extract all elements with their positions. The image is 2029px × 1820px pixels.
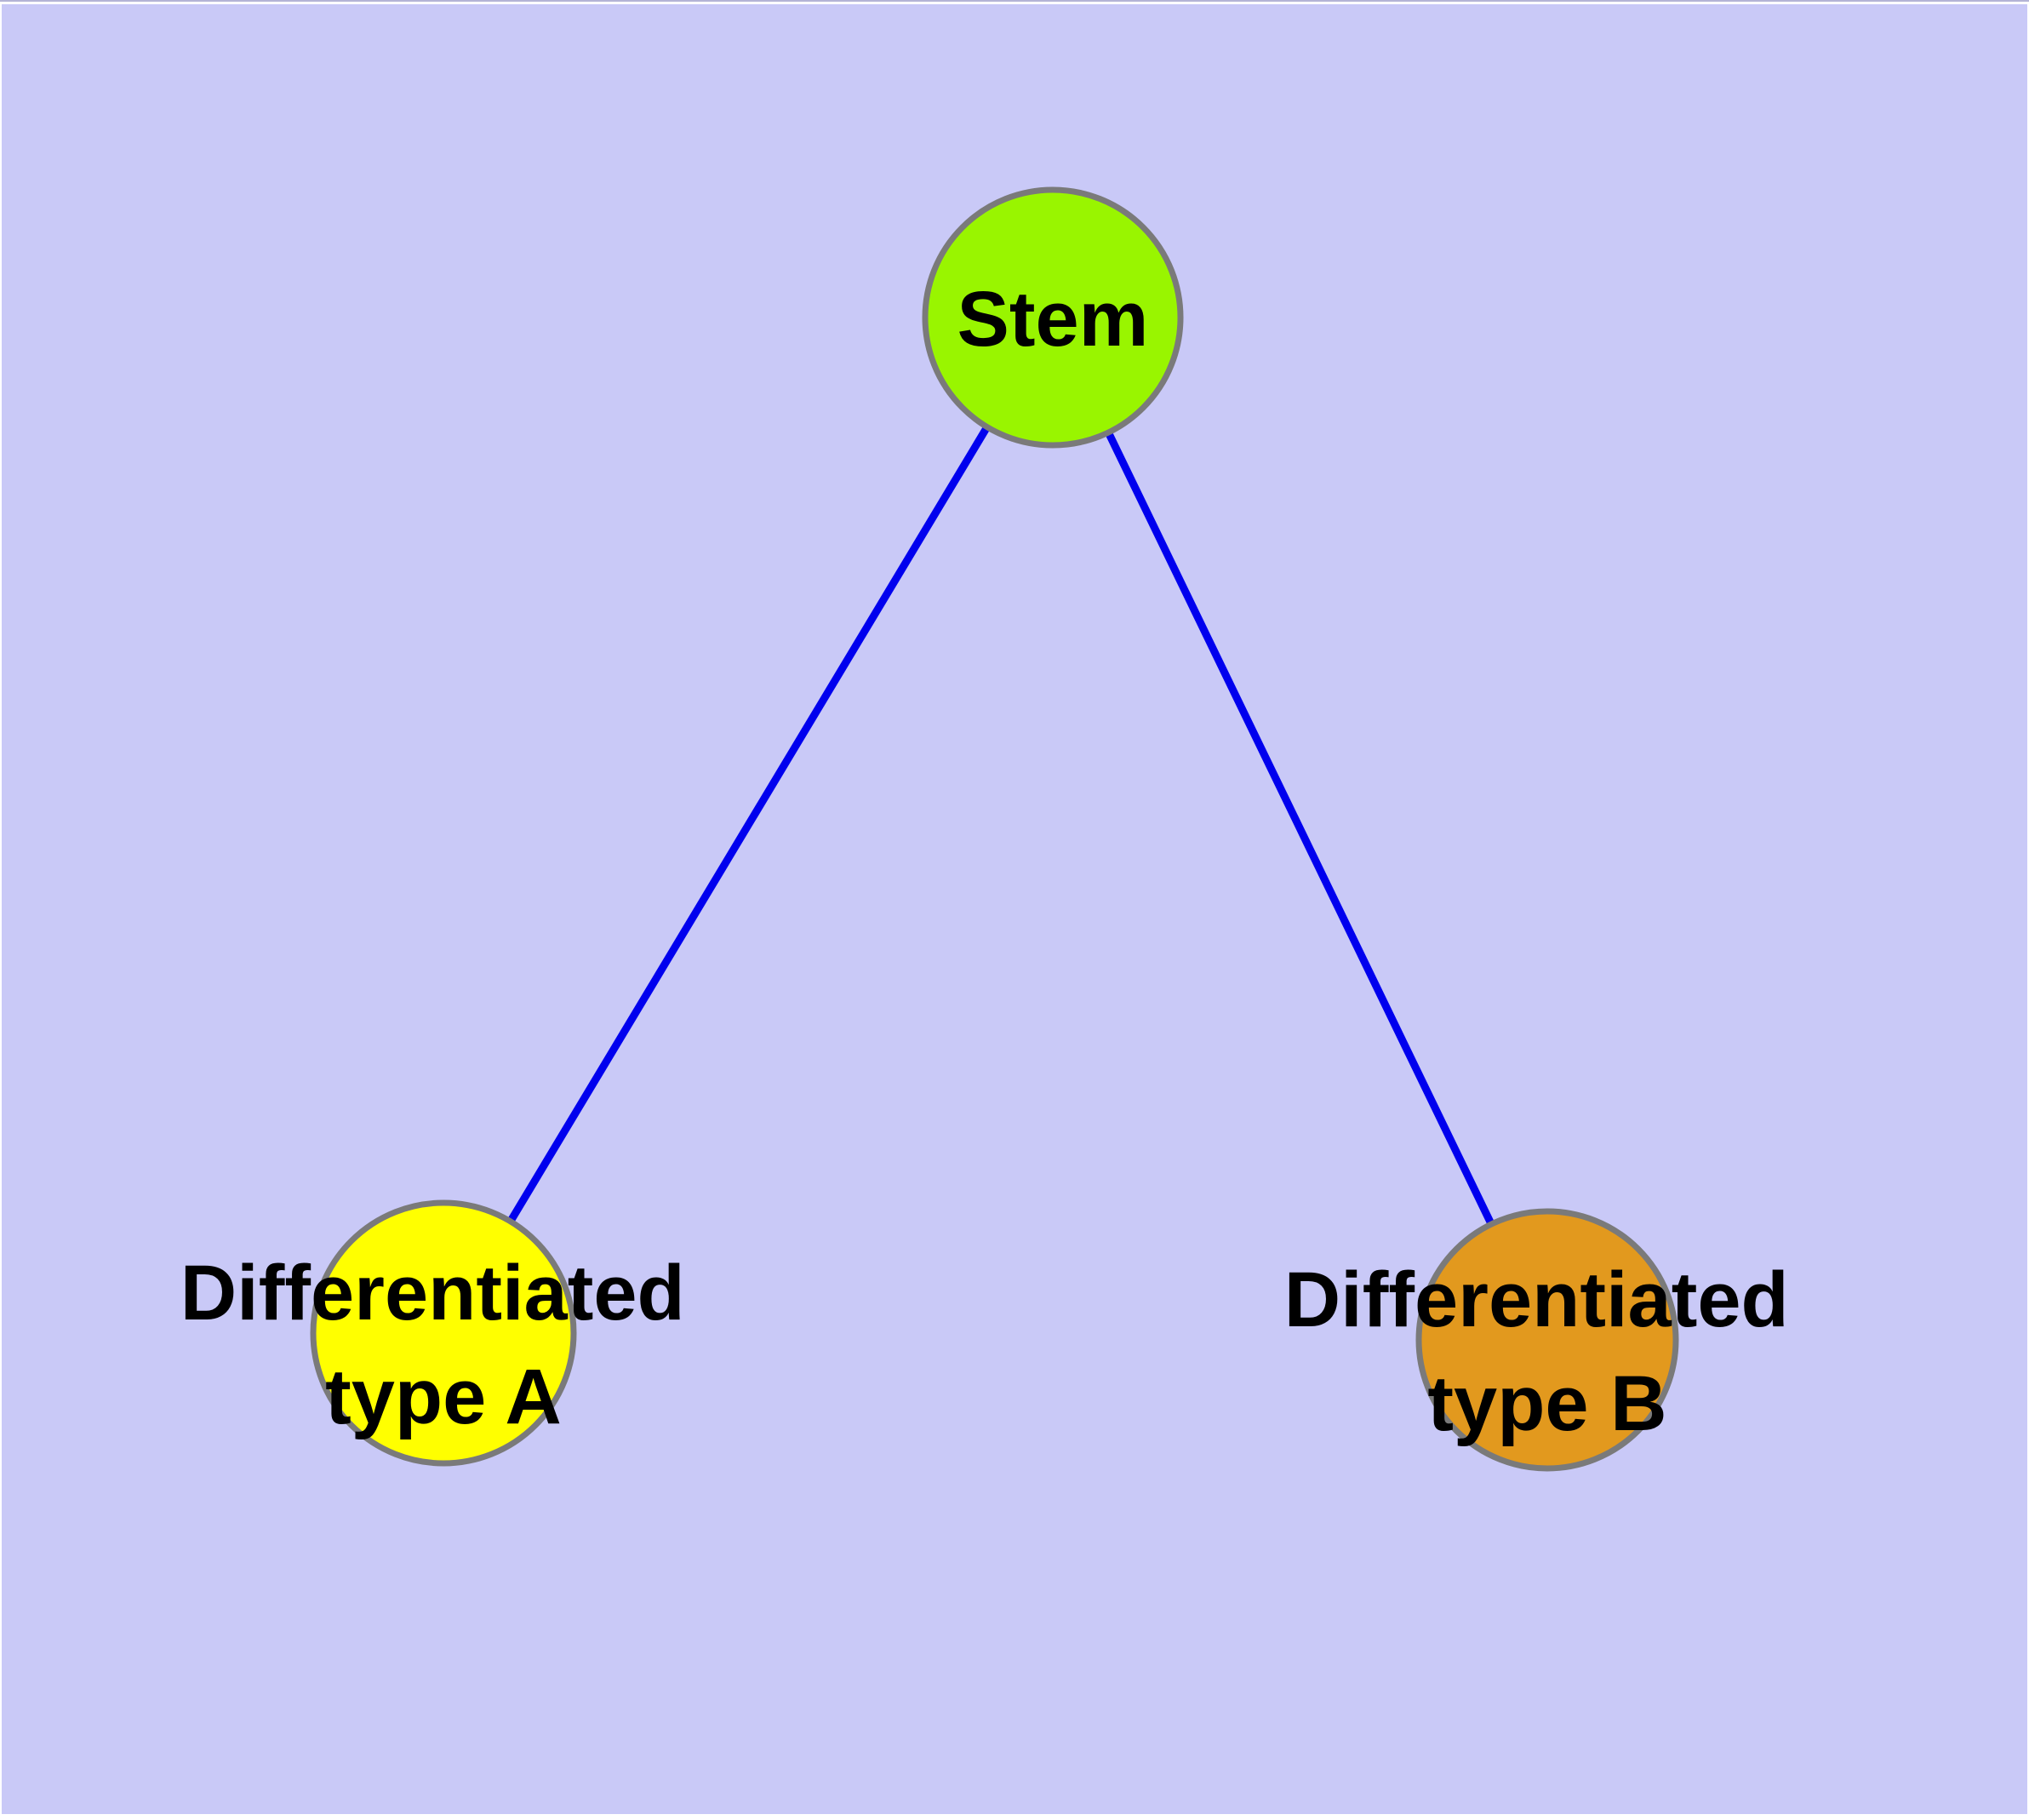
node-differentiated-type-b-label-line1: Differentiated	[1284, 1256, 1789, 1343]
node-differentiated-type-a-circle	[310, 1199, 577, 1467]
node-differentiated-type-b-circle	[1415, 1208, 1679, 1472]
node-stem-circle	[922, 186, 1184, 449]
node-differentiated-type-a-label: Differentiated type A	[180, 1250, 707, 1440]
edge-stem-to-type-a	[440, 315, 1056, 1336]
node-differentiated-type-a: Differentiated type A	[180, 1199, 707, 1467]
node-differentiated-type-b: Differentiated type B	[1284, 1208, 1811, 1472]
node-differentiated-type-a-label-line2: type A	[325, 1354, 562, 1440]
node-stem-label: Stem	[957, 276, 1149, 363]
node-stem: Stem	[922, 186, 1184, 449]
node-differentiated-type-a-label-line1: Differentiated	[180, 1250, 685, 1336]
node-stem-label-line1: Stem	[957, 276, 1149, 363]
window-top-hairline	[0, 0, 2029, 2]
node-differentiated-type-b-label-line2: type B	[1427, 1360, 1666, 1447]
edge-stem-to-type-b	[1049, 316, 1552, 1342]
node-differentiated-type-b-label: Differentiated type B	[1284, 1256, 1811, 1447]
